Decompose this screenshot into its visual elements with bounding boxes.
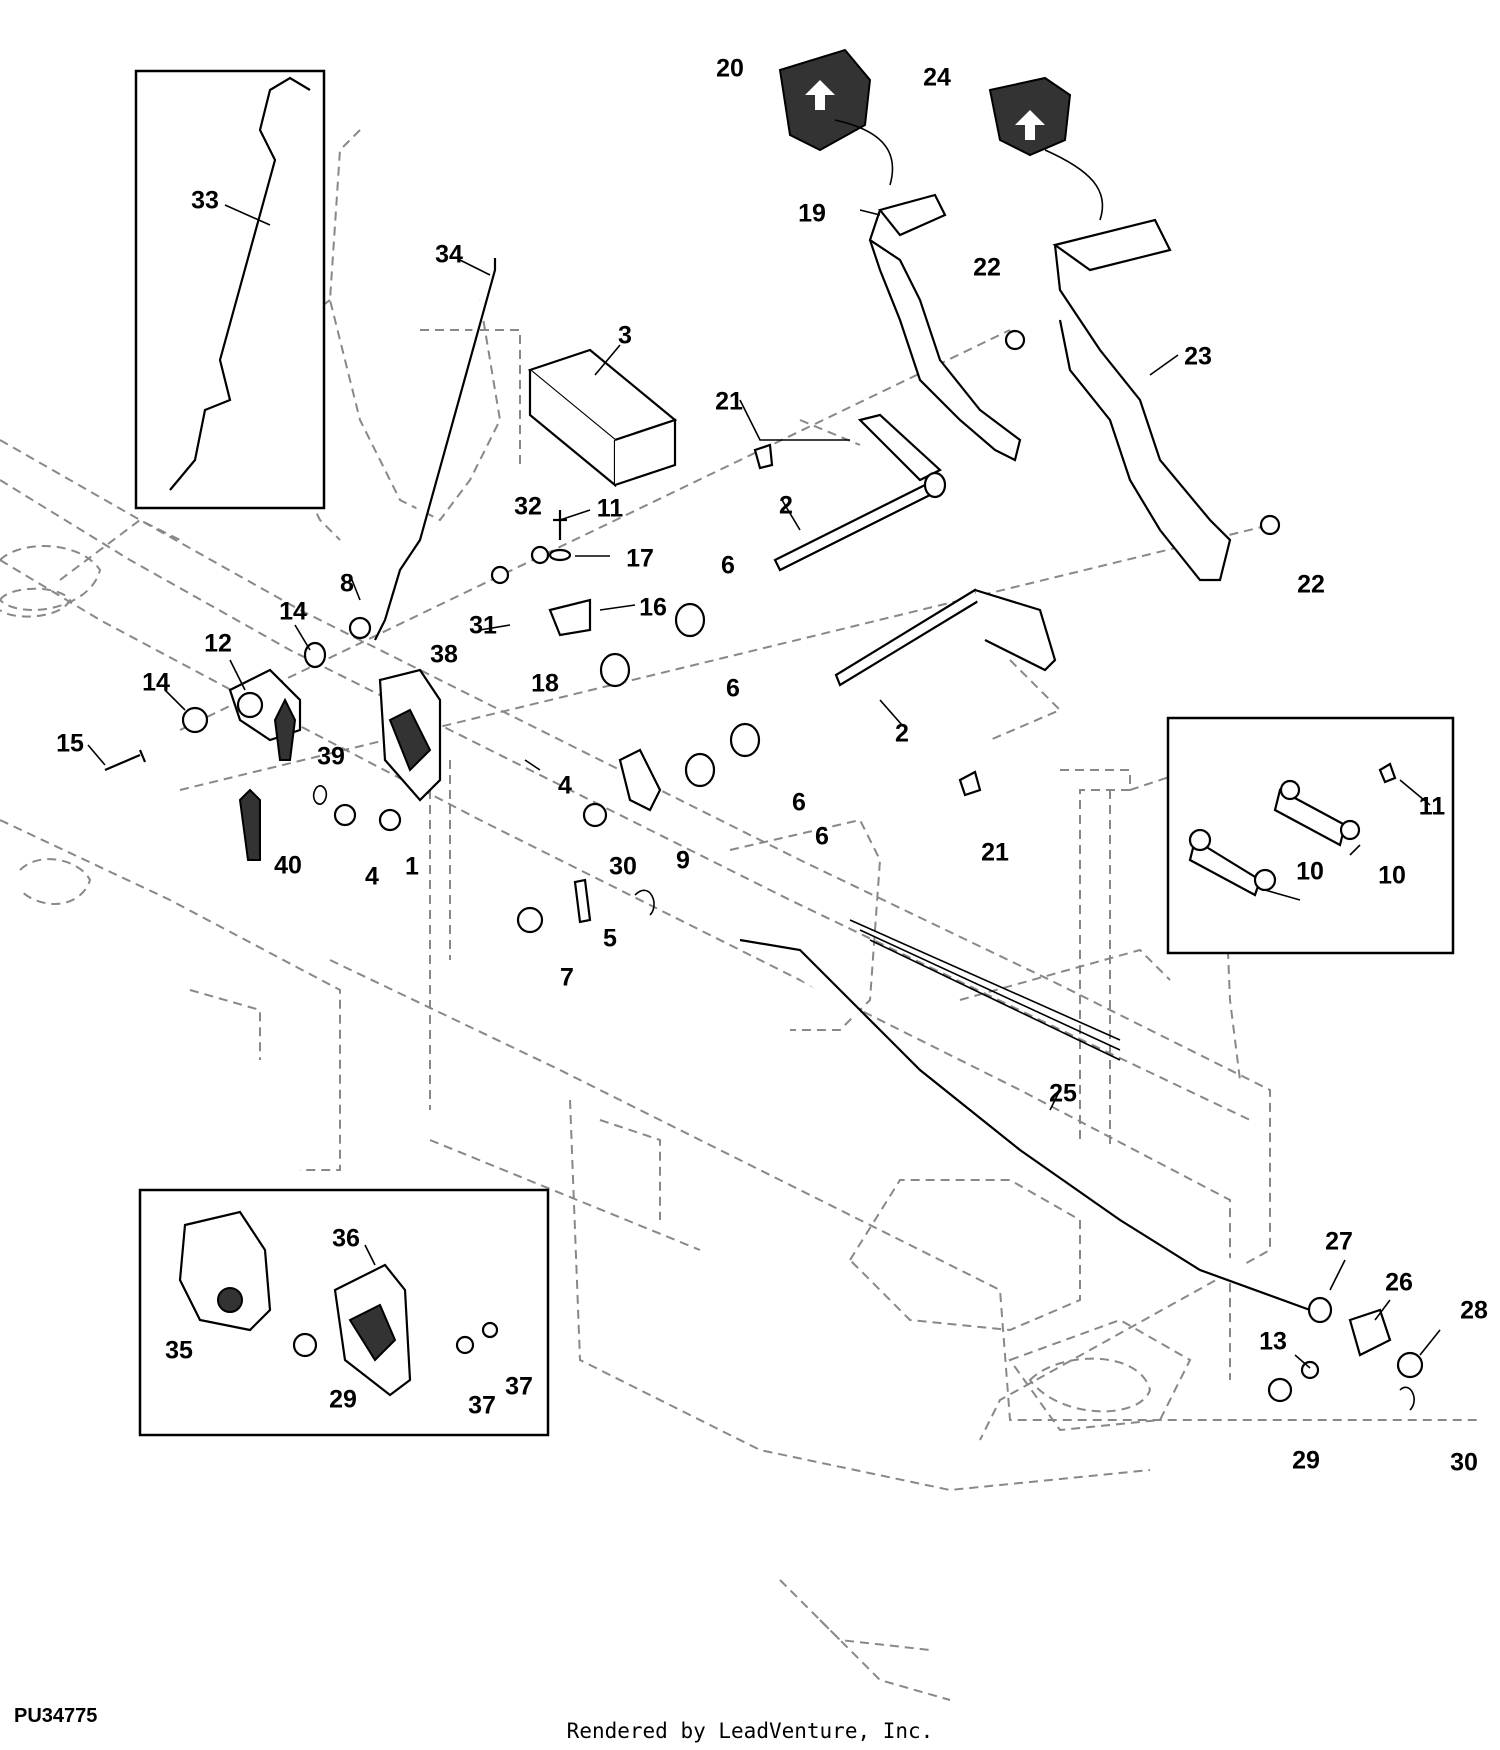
callout-31: 31 [469, 612, 497, 640]
block-3 [527, 348, 678, 488]
callout-29: 29 [1292, 1447, 1320, 1475]
callout-9: 9 [676, 847, 690, 875]
lower-right-parts [1267, 1296, 1424, 1411]
callout-39: 39 [317, 743, 345, 771]
callout-6: 6 [815, 823, 829, 851]
callout-13: 13 [1259, 1328, 1287, 1356]
callout-11: 11 [597, 495, 624, 523]
callout-8: 8 [340, 570, 354, 598]
callout-10: 10 [1296, 858, 1324, 886]
callout-27: 27 [1325, 1228, 1353, 1256]
rod-34 [374, 258, 497, 641]
pad-24 [988, 76, 1072, 157]
callout-3: 3 [618, 322, 632, 350]
callout-37: 37 [468, 1392, 496, 1420]
callout-21: 21 [715, 388, 743, 416]
arrow-24-23 [1044, 149, 1104, 221]
left-mechanism [104, 616, 442, 861]
callout-19: 19 [798, 200, 826, 228]
leader-lines [87, 204, 1441, 1369]
callout-22: 22 [973, 254, 1001, 282]
arrow-20-19 [834, 119, 894, 186]
callout-17: 17 [626, 545, 654, 573]
callout-4: 4 [558, 772, 572, 800]
callout-16: 16 [639, 594, 667, 622]
callout-6: 6 [726, 675, 740, 703]
callout-1: 1 [405, 853, 419, 881]
callout-2: 2 [895, 720, 909, 748]
callout-30: 30 [609, 853, 637, 881]
center-parts [479, 329, 1281, 934]
callout-21: 21 [981, 839, 1009, 867]
assembly-axis-lines [179, 329, 1271, 1110]
callout-40: 40 [274, 852, 302, 880]
callout-14: 14 [142, 669, 170, 697]
inset-brackets-10 [1166, 716, 1455, 955]
callout-11: 11 [1419, 793, 1446, 821]
shaft-2-upper [773, 471, 947, 572]
callout-7: 7 [560, 964, 574, 992]
inset-rod-33 [134, 69, 326, 510]
rod-25 [739, 938, 1311, 1312]
callout-24: 24 [923, 64, 951, 92]
callout-36: 36 [332, 1225, 360, 1253]
callout-22: 22 [1297, 571, 1325, 599]
pedal-19 [857, 193, 1022, 482]
callout-30: 30 [1450, 1449, 1478, 1477]
callout-2: 2 [779, 492, 793, 520]
callout-15: 15 [56, 730, 84, 758]
callout-6: 6 [721, 552, 735, 580]
pedal-23 [1052, 218, 1232, 582]
callout-14: 14 [279, 598, 307, 626]
shaft-2-lower [834, 588, 1057, 687]
callout-37: 37 [505, 1373, 533, 1401]
pad-20 [778, 48, 872, 152]
callout-4: 4 [365, 863, 379, 891]
callout-23: 23 [1184, 343, 1212, 371]
callout-29: 29 [329, 1386, 357, 1414]
callout-25: 25 [1049, 1080, 1077, 1108]
callout-38: 38 [430, 641, 458, 669]
callout-28: 28 [1460, 1297, 1488, 1325]
callout-34: 34 [435, 241, 463, 269]
callout-20: 20 [716, 55, 744, 83]
callout-12: 12 [204, 630, 232, 658]
frame-outline [0, 129, 1480, 1701]
callout-33: 33 [191, 187, 219, 215]
callout-32: 32 [514, 493, 542, 521]
callout-26: 26 [1385, 1269, 1413, 1297]
figure-id: PU34775 [14, 1705, 98, 1727]
callout-6: 6 [792, 789, 806, 817]
render-credit: Rendered by LeadVenture, Inc. [566, 1719, 934, 1743]
callout-10: 10 [1378, 862, 1406, 890]
inset-brackets-35-36 [138, 1188, 550, 1437]
spring [849, 919, 1121, 1061]
callout-35: 35 [165, 1337, 193, 1365]
callout-18: 18 [531, 670, 559, 698]
callout-5: 5 [603, 925, 617, 953]
